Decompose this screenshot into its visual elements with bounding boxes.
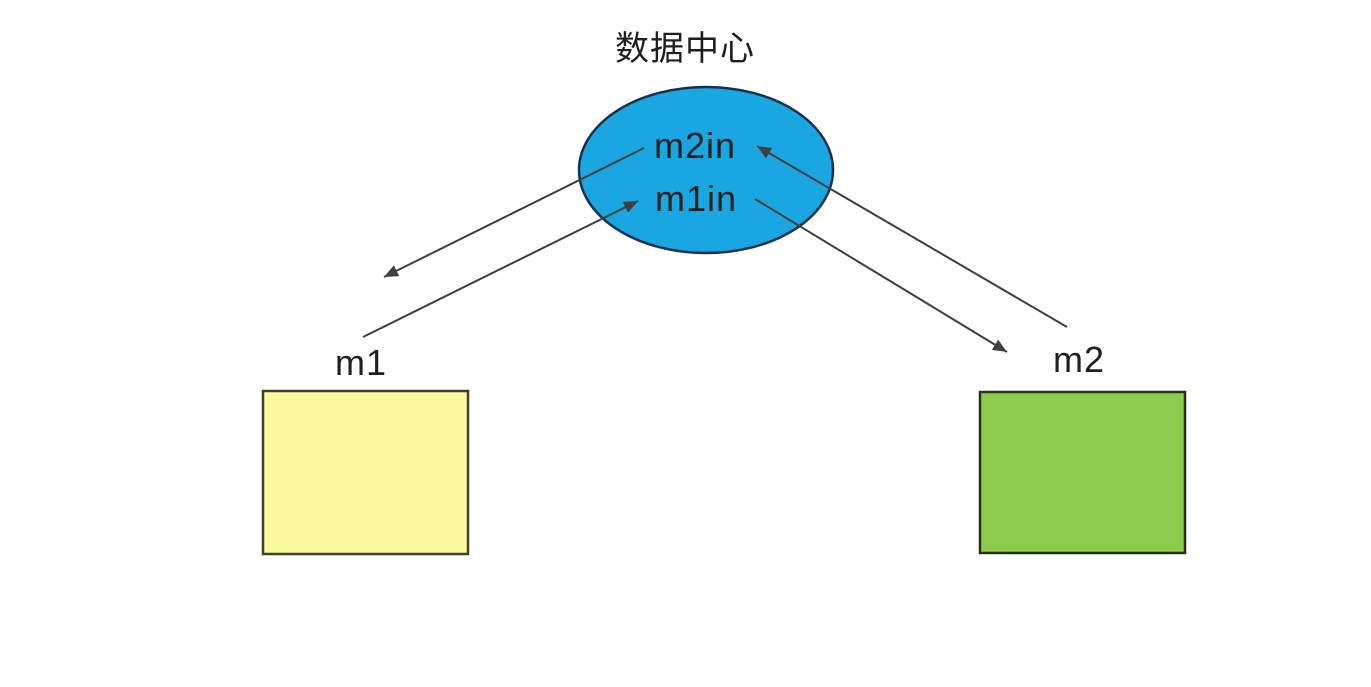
port-label-m2in: m2in	[654, 125, 736, 166]
edge-center-to-m1	[383, 147, 645, 278]
edge-m2-to-m2in	[756, 145, 1068, 328]
edge-m1-to-m1in	[362, 200, 639, 338]
port-label-m1in: m1in	[655, 178, 737, 219]
m1-node-label: m1	[335, 342, 387, 383]
m2-node-label: m2	[1053, 339, 1105, 380]
m2-node	[978, 390, 1187, 555]
data-center-node	[577, 85, 835, 255]
m1-node	[261, 389, 470, 556]
edge-center-to-m2	[754, 198, 1008, 353]
diagram-title: 数据中心	[615, 30, 755, 68]
